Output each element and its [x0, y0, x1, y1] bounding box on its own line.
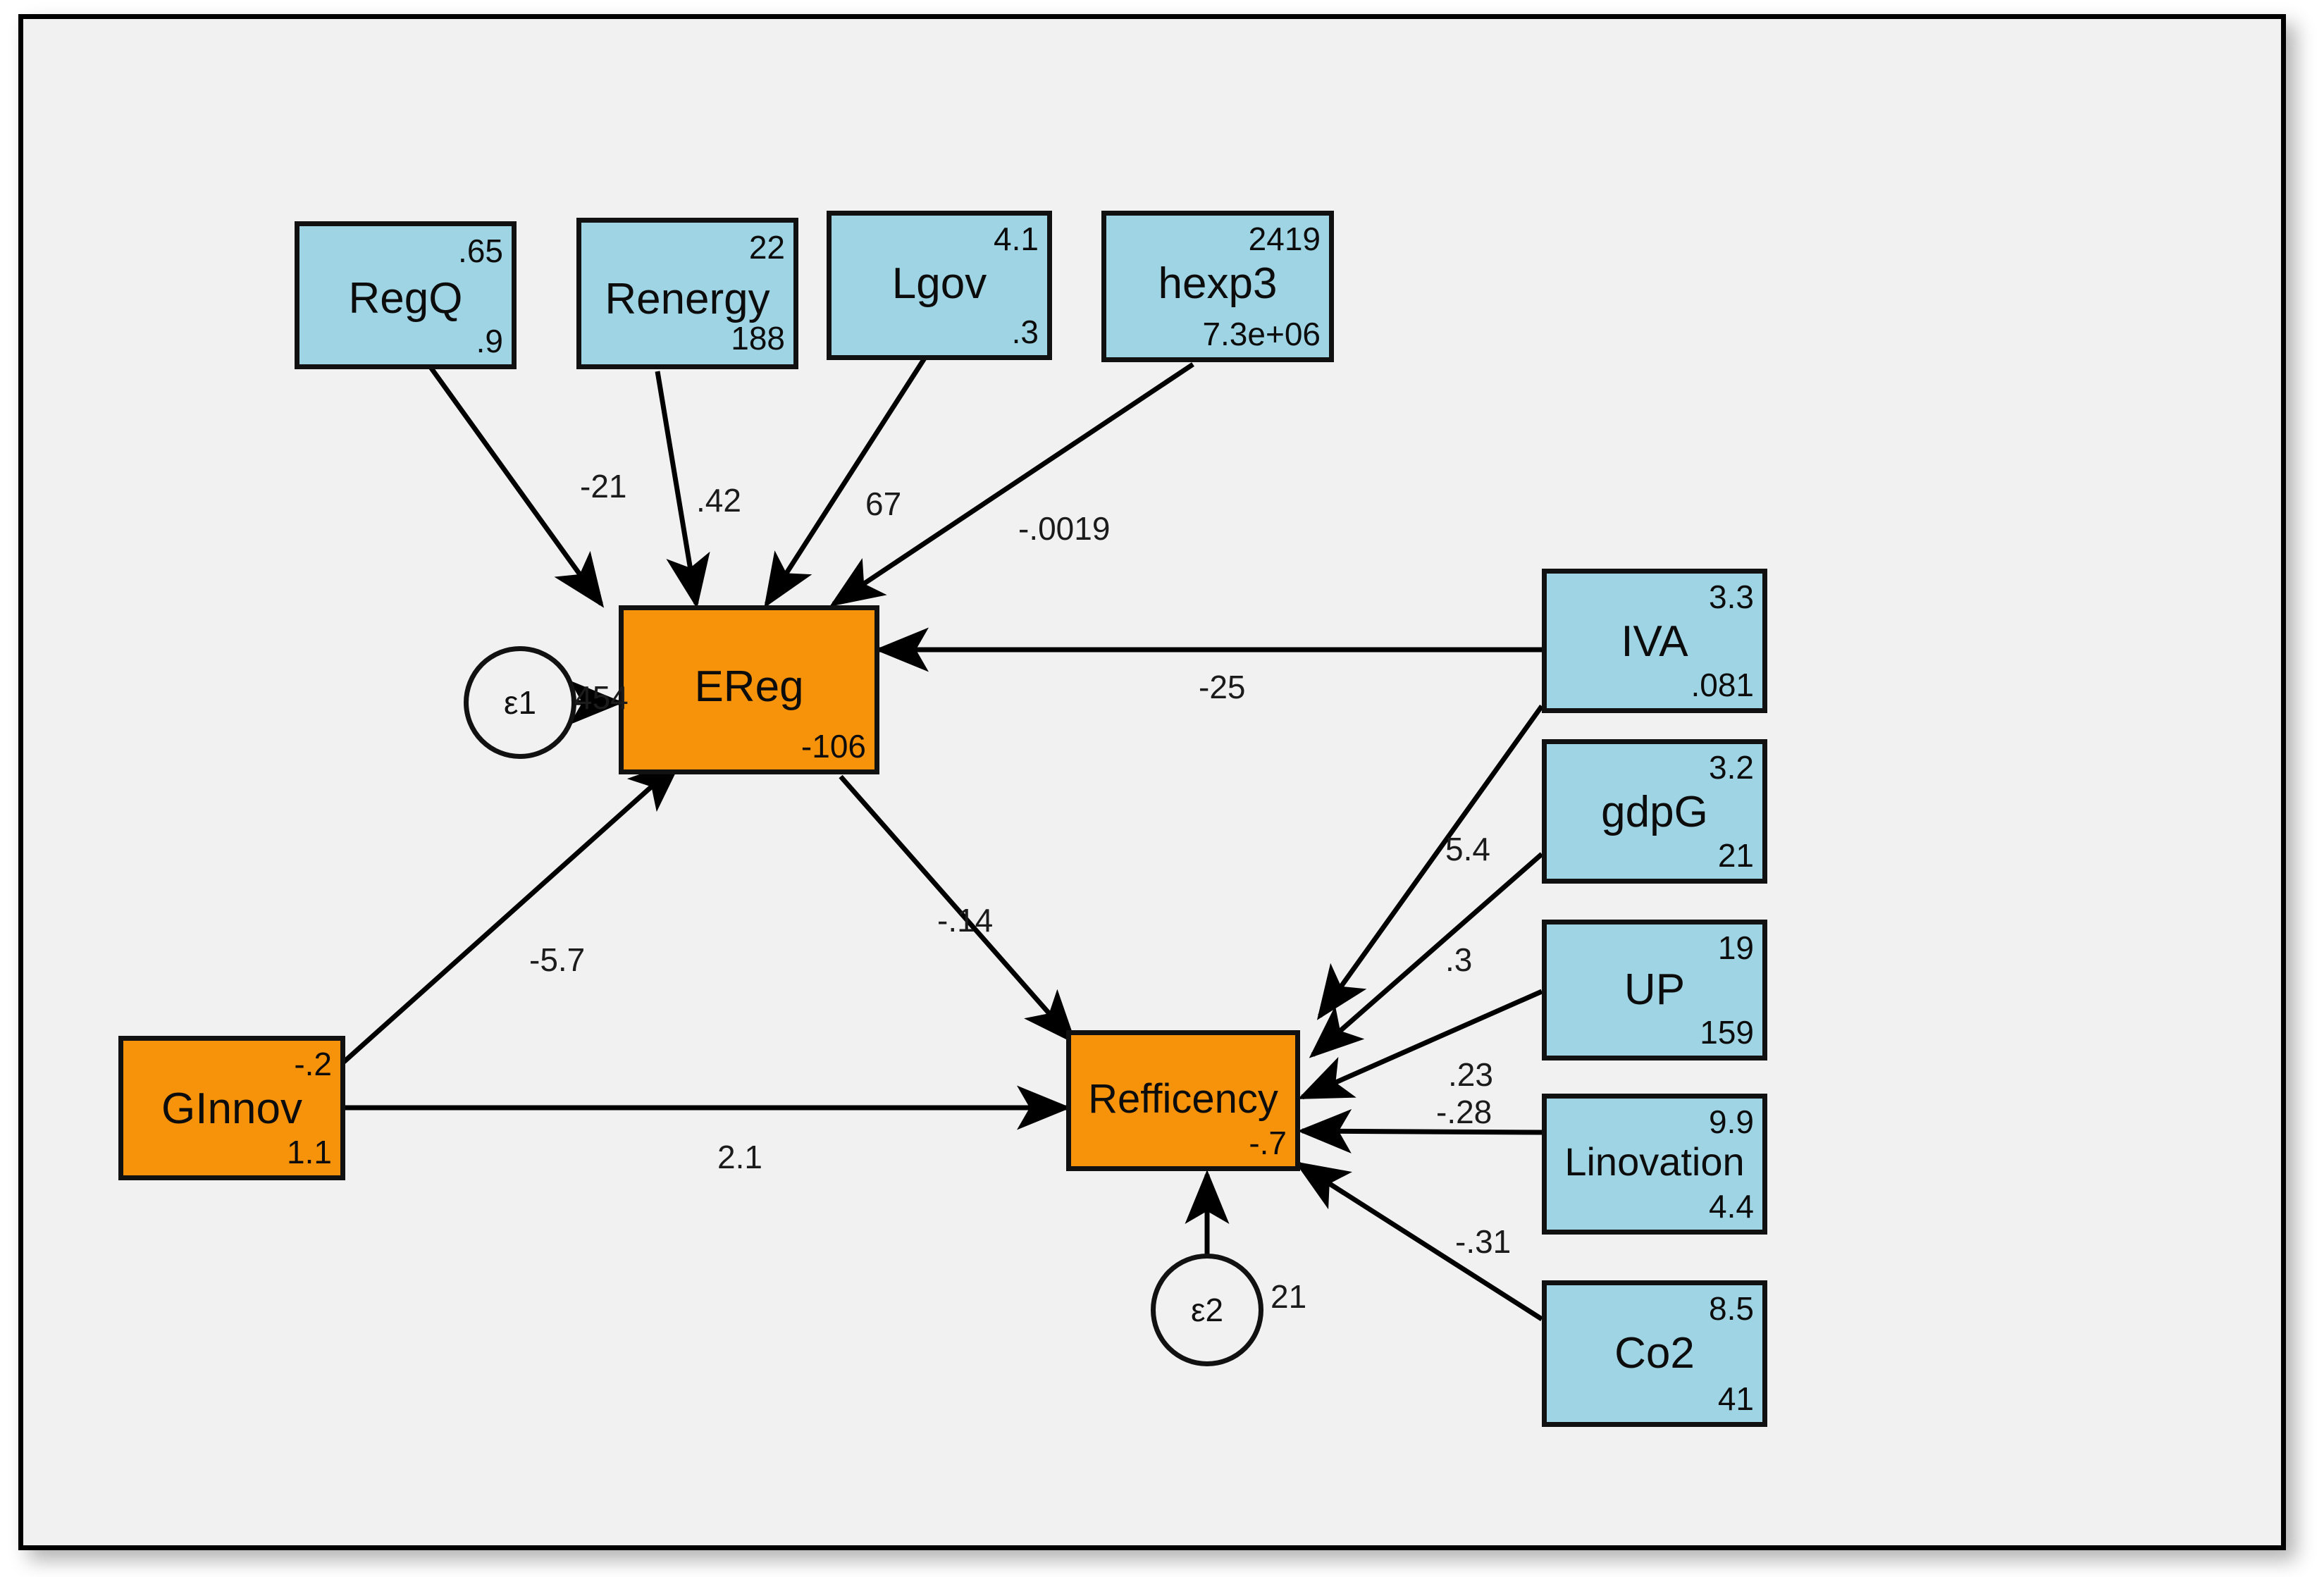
node-renergy-top: 22: [748, 229, 785, 266]
node-regq[interactable]: .65 RegQ .9: [295, 221, 517, 369]
edge-co2-refficency[interactable]: [1294, 1161, 1543, 1321]
edge-ereg-refficency[interactable]: [839, 774, 1077, 1045]
diagram-frame: .65 RegQ .9 22 Renergy 188 4.1 Lgov .3 2…: [18, 14, 2286, 1550]
node-hexp3-label: hexp3: [1158, 259, 1278, 308]
node-linovation[interactable]: 9.9 Linovation 4.4: [1542, 1094, 1767, 1235]
edge-label-iva-refficency: 5.4: [1445, 831, 1490, 867]
edge-regq-ereg[interactable]: [426, 362, 605, 608]
node-iva-bottom: .081: [1691, 667, 1754, 703]
node-hexp3-bottom: 7.3e+06: [1202, 316, 1321, 352]
node-lgov-top: 4.1: [994, 221, 1039, 257]
node-up[interactable]: 19 UP 159: [1542, 920, 1767, 1060]
node-iva-top: 3.3: [1709, 579, 1754, 615]
node-hexp3-top: 2419: [1248, 221, 1321, 257]
node-co2-top: 8.5: [1709, 1290, 1754, 1327]
node-hexp3[interactable]: 2419 hexp3 7.3e+06: [1101, 211, 1334, 362]
edge-label-co2-refficency: -.31: [1455, 1223, 1512, 1260]
node-up-label: UP: [1624, 965, 1686, 1014]
node-co2-label: Co2: [1614, 1329, 1695, 1378]
error-term-e1-label: ε1: [503, 684, 537, 721]
edge-label-iva-ereg: -25: [1199, 669, 1246, 705]
node-co2-bottom: 41: [1717, 1380, 1754, 1417]
edge-iva-refficency[interactable]: [1316, 704, 1544, 1020]
error-term-e2-variance: 21: [1271, 1278, 1307, 1315]
edge-renergy-ereg[interactable]: [655, 371, 710, 609]
edge-layer: [342, 356, 1544, 1321]
edge-ginnov-ereg[interactable]: [342, 759, 683, 1064]
node-iva[interactable]: 3.3 IVA .081: [1542, 569, 1767, 713]
edge-linovation-refficency[interactable]: [1297, 1108, 1543, 1154]
node-ginnov-label: GInnov: [161, 1084, 302, 1133]
edge-label-renergy-ereg: .42: [696, 482, 741, 519]
node-renergy[interactable]: 22 Renergy 188: [576, 218, 798, 369]
edge-label-regq-ereg: -21: [580, 468, 627, 505]
node-up-top: 19: [1717, 929, 1754, 966]
node-ereg-label: EReg: [694, 662, 804, 711]
node-ereg-bottom: -106: [801, 728, 866, 765]
node-linovation-label: Linovation: [1564, 1139, 1745, 1184]
node-regq-label: RegQ: [348, 274, 463, 323]
edge-label-lgov-ereg: 67: [865, 486, 902, 522]
node-lgov[interactable]: 4.1 Lgov .3: [827, 211, 1052, 360]
node-co2[interactable]: 8.5 Co2 41: [1542, 1280, 1767, 1427]
error-term-e1[interactable]: ε1: [464, 646, 576, 759]
edge-label-ginnov-refficency: 2.1: [717, 1139, 762, 1175]
edge-hexp3-ereg[interactable]: [829, 362, 1194, 607]
node-up-bottom: 159: [1700, 1014, 1754, 1051]
node-ginnov-bottom: 1.1: [287, 1134, 332, 1170]
node-ereg[interactable]: EReg -106: [619, 605, 879, 774]
edge-gdpg-refficency[interactable]: [1309, 852, 1544, 1058]
node-refficency-bottom: -.7: [1249, 1125, 1287, 1161]
node-lgov-bottom: .3: [1011, 314, 1039, 350]
node-renergy-label: Renergy: [605, 275, 770, 323]
node-regq-bottom: .9: [476, 323, 503, 359]
node-linovation-top: 9.9: [1709, 1103, 1754, 1140]
edge-up-refficency[interactable]: [1297, 989, 1543, 1100]
edge-label-linovation-refficency: -.28: [1436, 1094, 1492, 1130]
node-gdpg-label: gdpG: [1601, 788, 1708, 836]
edge-label-hexp3-ereg: -.0019: [1018, 510, 1111, 547]
error-term-e1-variance: 454: [574, 679, 629, 716]
edge-lgov-ereg[interactable]: [764, 356, 927, 608]
edge-label-up-refficency: .23: [1448, 1056, 1493, 1093]
node-ginnov-top: -.2: [294, 1046, 332, 1082]
node-gdpg-top: 3.2: [1709, 749, 1754, 786]
node-regq-top: .65: [458, 233, 503, 269]
node-iva-label: IVA: [1621, 617, 1688, 666]
node-lgov-label: Lgov: [891, 259, 987, 308]
node-ginnov[interactable]: -.2 GInnov 1.1: [118, 1036, 345, 1180]
edge-label-gdpg-refficency: .3: [1445, 941, 1473, 978]
node-refficency[interactable]: Refficency -.7: [1066, 1030, 1300, 1171]
node-gdpg[interactable]: 3.2 gdpG 21: [1542, 739, 1767, 884]
diagram-canvas[interactable]: .65 RegQ .9 22 Renergy 188 4.1 Lgov .3 2…: [23, 19, 2281, 1545]
node-renergy-bottom: 188: [731, 320, 785, 357]
edge-label-ginnov-ereg: -5.7: [529, 941, 586, 978]
node-linovation-bottom: 4.4: [1709, 1188, 1754, 1225]
node-gdpg-bottom: 21: [1717, 837, 1754, 874]
error-term-e2[interactable]: ε2: [1151, 1254, 1263, 1366]
node-refficency-label: Refficency: [1088, 1076, 1278, 1122]
edge-label-ereg-refficency: -.14: [937, 902, 994, 939]
error-term-e2-label: ε2: [1190, 1292, 1224, 1328]
